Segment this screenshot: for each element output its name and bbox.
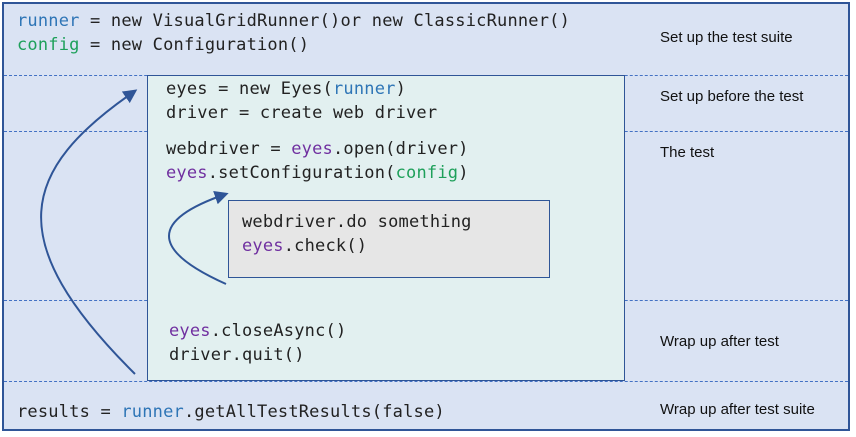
divider-test-wrapup <box>4 381 848 382</box>
label-test-setup: Set up before the test <box>660 88 804 105</box>
outer-loop-arrow <box>40 89 138 375</box>
runner-assign: = new VisualGridRunner()or new ClassicRu… <box>79 11 571 31</box>
eyes-close-paren: ) <box>395 79 407 99</box>
code-quit-line: driver.quit() <box>169 345 305 365</box>
setconfig-call: .setConfiguration( <box>207 163 396 183</box>
test-loop-box <box>228 200 550 278</box>
closeasync-call: .closeAsync() <box>210 321 347 341</box>
results-call: .getAllTestResults(false) <box>183 402 445 422</box>
webdriver-assign: webdriver = <box>166 139 292 159</box>
label-suite-setup: Set up the test suite <box>660 29 793 46</box>
check-call: .check() <box>283 236 368 256</box>
code-eyes-line: eyes = new Eyes(runner) <box>166 77 406 101</box>
eyes-ref-open: eyes <box>291 139 333 159</box>
eyes-ref-config: eyes <box>166 163 208 183</box>
setconfig-close: ) <box>458 163 469 183</box>
runner-ref: runner <box>332 79 396 99</box>
config-ref: config <box>395 163 459 183</box>
results-assign: results = <box>17 402 122 422</box>
label-test-wrapup: Wrap up after test <box>660 333 779 350</box>
eyes-ref-close: eyes <box>169 321 211 341</box>
code-do-something-line: webdriver.do something <box>242 212 472 232</box>
label-suite-wrapup: Wrap up after test suite <box>660 401 815 418</box>
open-call: .open(driver) <box>332 139 469 159</box>
code-setconfig-line: eyes.setConfiguration(config) <box>166 161 469 185</box>
code-results-line: results = runner.getAllTestResults(false… <box>17 400 445 424</box>
code-driver-line: driver = create web driver <box>166 103 438 123</box>
runner-var: runner <box>17 11 80 31</box>
code-runner-line: runner = new VisualGridRunner()or new Cl… <box>17 9 570 33</box>
config-assign: = new Configuration() <box>79 35 310 55</box>
code-open-line: webdriver = eyes.open(driver) <box>166 137 469 161</box>
inner-loop-arrow <box>168 191 229 285</box>
runner-ref-results: runner <box>121 402 184 422</box>
eyes-assign: eyes = new Eyes( <box>166 79 333 99</box>
config-var: config <box>17 35 80 55</box>
code-closeasync-line: eyes.closeAsync() <box>169 319 346 343</box>
code-config-line: config = new Configuration() <box>17 33 309 57</box>
eyes-ref-check: eyes <box>242 236 284 256</box>
label-the-test: The test <box>660 144 715 161</box>
code-check-line: eyes.check() <box>242 234 367 258</box>
